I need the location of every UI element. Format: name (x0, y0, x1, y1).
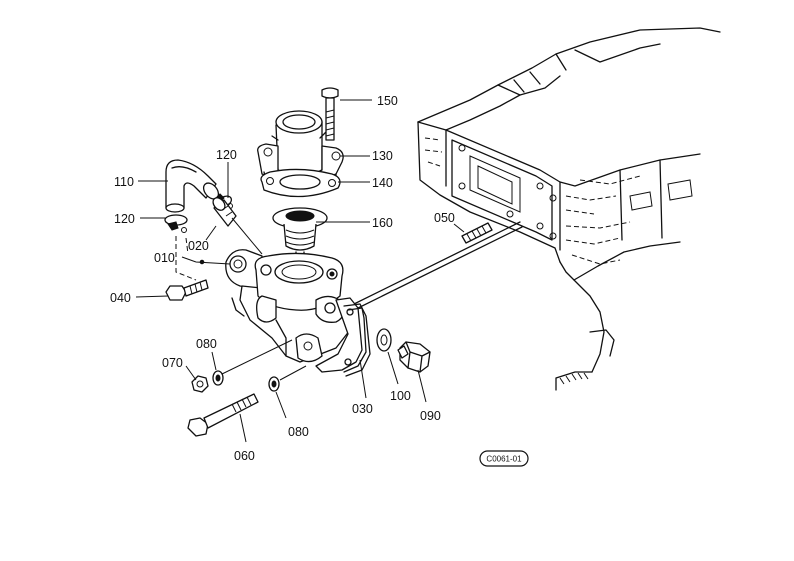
callout-130: 130 (372, 149, 393, 163)
callout-140: 140 (372, 176, 393, 190)
callout-090: 090 (420, 409, 441, 423)
housing-gasket (343, 303, 371, 377)
pipe-nipple (212, 197, 237, 227)
thermostat (272, 207, 328, 259)
bolt-060 (187, 393, 259, 437)
callout-060: 060 (234, 449, 255, 463)
callout-110: 110 (114, 175, 134, 189)
diagram-code-badge: C0061-01 (479, 450, 529, 467)
callout-070: 070 (162, 356, 183, 370)
assembly-guide (231, 217, 263, 255)
callout-020: 020 (188, 239, 209, 253)
cover-gasket (260, 168, 341, 198)
callout-080-upper: 080 (196, 337, 217, 351)
plug-090 (397, 341, 431, 373)
leader-lines (135, 99, 465, 443)
reference-dot (199, 259, 205, 265)
callout-100: 100 (390, 389, 411, 403)
engine-block (417, 27, 721, 391)
callout-120-lower: 120 (114, 212, 135, 226)
callout-150: 150 (377, 94, 398, 108)
callout-010: 010 (154, 251, 175, 265)
bolt-040 (165, 279, 209, 301)
elbow-hose (165, 159, 220, 213)
callout-050: 050 (434, 211, 455, 225)
washer-100 (376, 328, 392, 352)
thermostat-housing (225, 249, 363, 373)
cover-bolt (321, 87, 339, 141)
callout-080-lower: 080 (288, 425, 309, 439)
callout-labels: 150 130 140 160 110 120 120 020 010 040 … (110, 94, 455, 463)
diagram-code: C0061-01 (486, 455, 522, 464)
washer-080-right (268, 376, 280, 392)
long-rod (351, 221, 523, 311)
callout-120-upper: 120 (216, 148, 237, 162)
washer-080-left (212, 370, 224, 386)
hose-clamp-lower (164, 214, 188, 233)
callout-030: 030 (352, 402, 373, 416)
callout-040: 040 (110, 291, 131, 305)
callout-160: 160 (372, 216, 393, 230)
assembly-guide (175, 236, 197, 281)
